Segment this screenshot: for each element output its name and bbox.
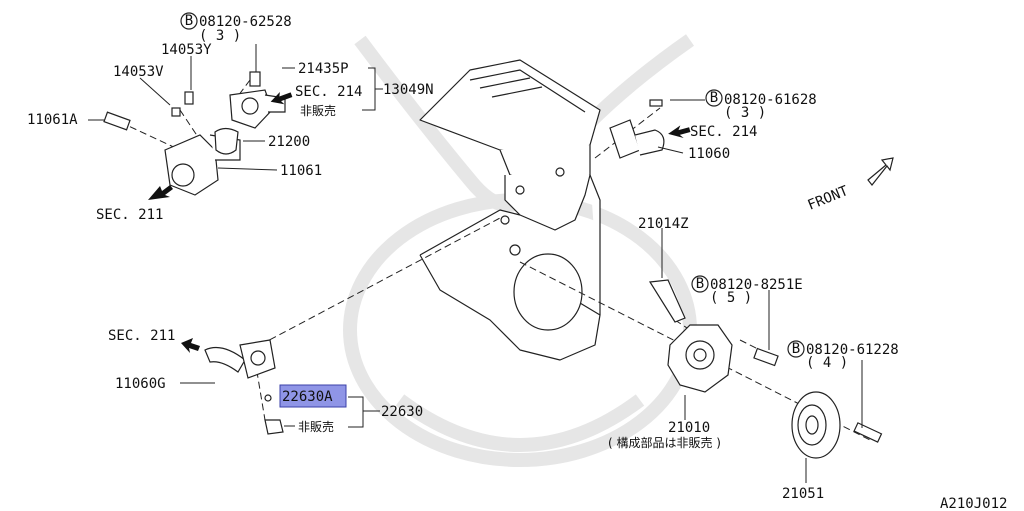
thermostat-housing-assembly [103, 71, 286, 196]
label-not-sold-top: 非販売 [300, 103, 336, 118]
label-sec-211-top[interactable]: SEC. 211 [96, 207, 163, 223]
part-highlight [279, 384, 347, 408]
pulley [791, 391, 883, 459]
label-sec-214-right[interactable]: SEC. 214 [690, 124, 757, 140]
svg-text:B: B [185, 13, 193, 29]
label-13049N[interactable]: 13049N [383, 82, 434, 98]
label-11061[interactable]: 11061 [280, 163, 322, 179]
label-21435P[interactable]: 21435P [298, 61, 349, 77]
bolt-b-marker [180, 12, 805, 358]
svg-text:B: B [696, 276, 704, 292]
label-sec-214-top[interactable]: SEC. 214 [295, 84, 362, 100]
label-14053Y[interactable]: 14053Y [161, 42, 212, 58]
water-pump [648, 279, 779, 393]
water-outlet [609, 99, 665, 159]
bracket-lines [88, 44, 863, 483]
label-11061A[interactable]: 11061A [27, 112, 78, 128]
label-21010[interactable]: 21010 [668, 420, 710, 436]
label-11060[interactable]: 11060 [688, 146, 730, 162]
water-inlet [204, 339, 284, 435]
svg-text:B: B [710, 90, 718, 106]
label-22630[interactable]: 22630 [381, 404, 423, 420]
label-sec-211-mid[interactable]: SEC. 211 [108, 328, 175, 344]
label-qty-3b: ( 3 ) [724, 105, 766, 121]
label-bolt-8251E[interactable]: 08120-8251E [710, 277, 803, 293]
label-bolt-61628[interactable]: 08120-61628 [724, 92, 817, 108]
label-22630A[interactable]: 22630A [282, 389, 333, 405]
diagram-code: A210J012 [940, 496, 1007, 511]
front-arrow-icon [867, 157, 894, 186]
arrow-icon [148, 92, 691, 353]
label-not-sold-bottom: 非販売 [298, 419, 334, 434]
bolt-b-letters: B B B B [185, 13, 800, 357]
svg-text:B: B [792, 341, 800, 357]
label-qty-4: ( 4 ) [806, 355, 848, 371]
label-21014Z[interactable]: 21014Z [638, 216, 689, 232]
label-front: FRONT [806, 183, 852, 214]
label-qty-5: ( 5 ) [710, 290, 752, 306]
label-21200[interactable]: 21200 [268, 134, 310, 150]
engine-block [419, 59, 601, 361]
label-14053V[interactable]: 14053V [113, 64, 164, 80]
label-11060G[interactable]: 11060G [115, 376, 166, 392]
label-21051[interactable]: 21051 [782, 486, 824, 502]
label-21010-note: ( 構成部品は非販売 ) [608, 435, 721, 450]
label-qty-3a: ( 3 ) [199, 28, 241, 44]
label-bolt-61228[interactable]: 08120-61228 [806, 342, 899, 358]
label-bolt-62528[interactable]: 08120-62528 [199, 14, 292, 30]
